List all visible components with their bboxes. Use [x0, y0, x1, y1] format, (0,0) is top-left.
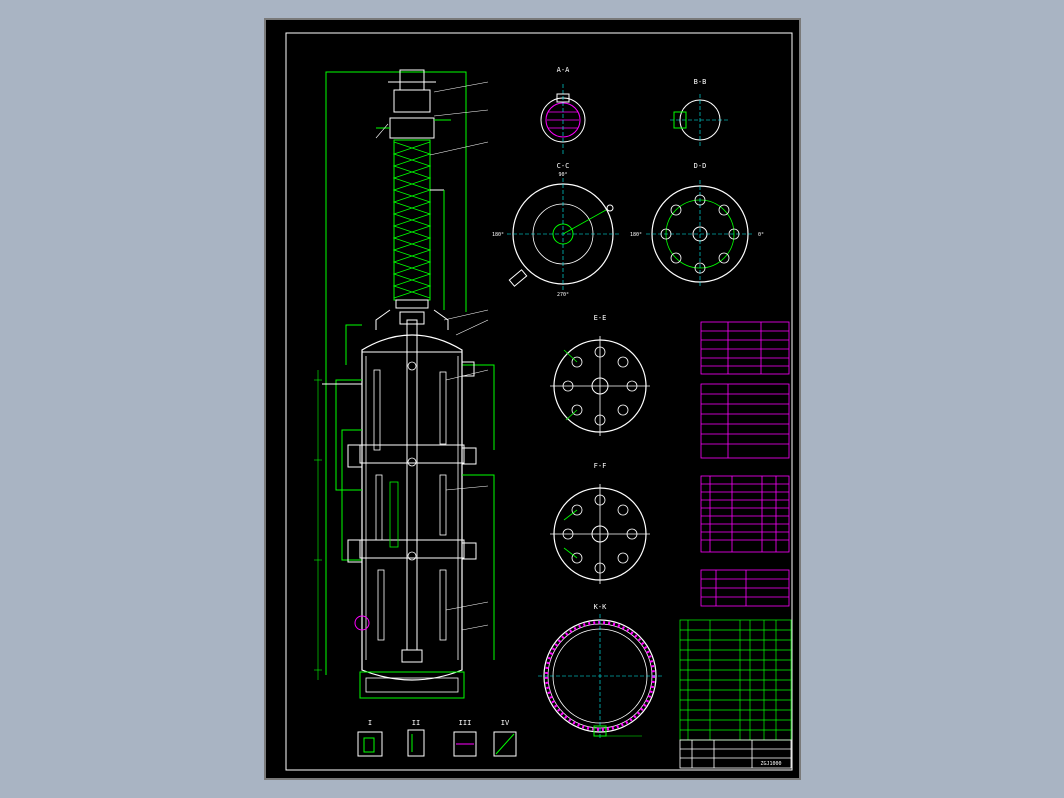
detail-label-2: II — [412, 719, 420, 727]
section-f-f: F-F — [550, 462, 650, 584]
standard-table — [700, 569, 790, 607]
section-title-d: D-D — [694, 162, 707, 170]
section-title-b: B-B — [694, 78, 707, 86]
tech-table-1 — [700, 321, 790, 375]
c-angle-90: 90° — [558, 172, 567, 178]
section-title-f: F-F — [594, 462, 607, 470]
section-title-e: E-E — [594, 314, 607, 322]
parts-list — [679, 619, 792, 741]
section-e-e: E-E — [550, 314, 650, 436]
c-angle-270: 270° — [557, 292, 569, 298]
section-a-a: A-A — [540, 66, 586, 156]
c-angle-180: 180° — [492, 232, 504, 238]
drawing-sheet: I II III IV A-A B-B C-C — [264, 18, 801, 780]
section-d-d: D-D 180° 0° — [630, 162, 764, 288]
d-angle-0: 0° — [758, 232, 764, 238]
section-b-b: B-B — [670, 78, 730, 146]
title-block — [679, 739, 792, 769]
detail-label-4: IV — [501, 719, 510, 727]
nozzle-table — [700, 475, 790, 553]
detail-label-3: III — [459, 719, 472, 727]
section-k-k: K-K — [538, 603, 662, 738]
column-elevation — [314, 69, 495, 699]
detail-views: I II III IV — [357, 719, 517, 757]
tech-table-2 — [700, 383, 790, 459]
d-angle-180: 180° — [630, 232, 642, 238]
inner-frame — [285, 32, 793, 771]
detail-label-1: I — [368, 719, 372, 727]
cad-drawing: I II III IV A-A B-B C-C — [285, 32, 793, 771]
section-c-c: C-C 180° 90° 270° — [492, 162, 619, 298]
drawing-number: ZGJ1000 — [760, 761, 781, 767]
section-title-k: K-K — [594, 603, 607, 611]
section-title-a: A-A — [557, 66, 570, 74]
section-title-c: C-C — [557, 162, 570, 170]
